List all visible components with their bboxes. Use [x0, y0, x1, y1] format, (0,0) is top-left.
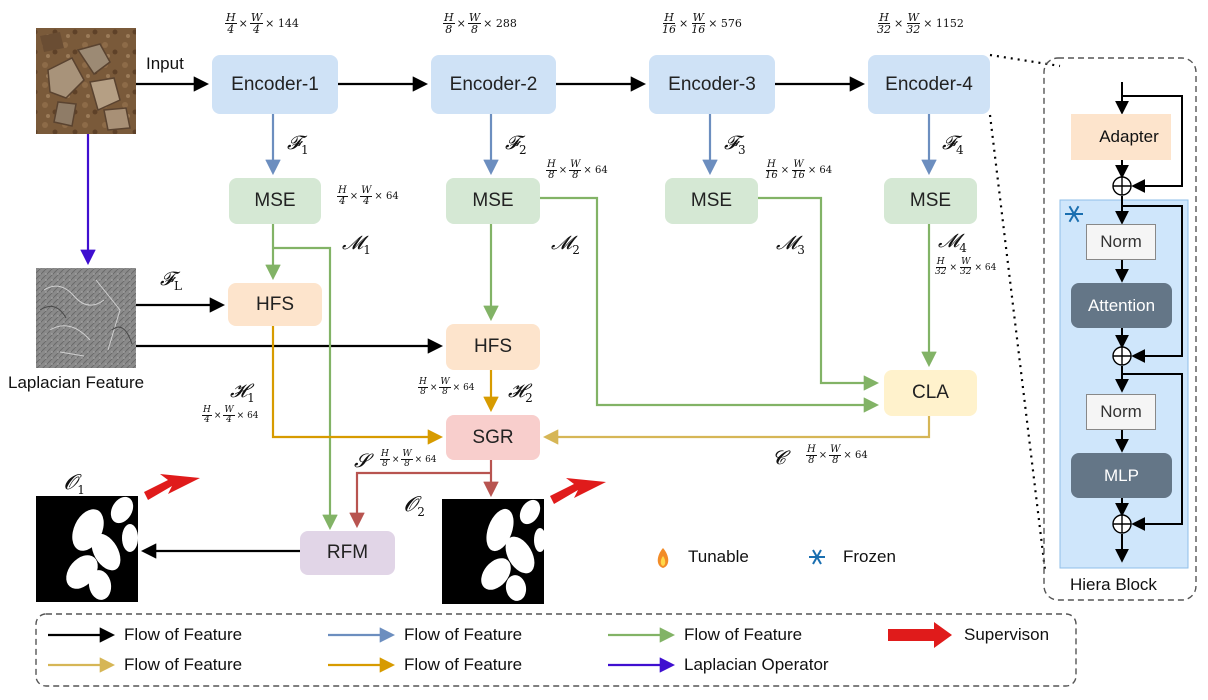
symbol-f4: 𝓕4 [942, 132, 964, 157]
hiera-attention-block: Attention [1071, 283, 1172, 328]
rfm-block: RFM [300, 531, 395, 575]
mse-block-1: MSE [229, 178, 321, 224]
symbol-h2: 𝓗2 [508, 380, 533, 405]
tunable-label: Tunable [688, 547, 749, 566]
symbol-m2: 𝓜2 [551, 232, 580, 257]
cla-block: CLA [884, 370, 977, 416]
hfs-block-1: HFS [228, 283, 322, 326]
symbol-o2: 𝓞2 [404, 492, 425, 520]
symbol-m4: 𝓜4 [938, 230, 967, 255]
green-flows [265, 196, 937, 531]
input-label: Input [146, 54, 184, 73]
hiera-adapter-block: Adapter [1071, 114, 1171, 160]
black-flows [136, 76, 866, 559]
legend-frame [35, 613, 1077, 687]
symbol-m1: 𝓜1 [342, 232, 371, 257]
hiera-flows [1115, 82, 1183, 563]
symbol-s: 𝓢 [354, 450, 369, 472]
mse-block-3: MSE [665, 178, 758, 224]
legend-label-blue: Flow of Feature [404, 625, 523, 644]
frozen-snowflake-icon [1065, 205, 1083, 223]
symbol-f2: 𝓕2 [505, 132, 527, 157]
symbol-f3: 𝓕3 [724, 132, 746, 157]
sgr-block: SGR [446, 415, 540, 460]
encoder-1-block: Encoder-1 [212, 55, 338, 114]
symbol-o1: 𝓞1 [64, 470, 85, 498]
mse-block-2: MSE [446, 178, 540, 224]
encoder-4-block: Encoder-4 [868, 55, 990, 114]
legend-arrows [48, 627, 676, 673]
hfs-block-2: HFS [446, 324, 540, 370]
legend-label-black: Flow of Feature [124, 625, 243, 644]
legend-label-supervision: Supervison [964, 625, 1050, 644]
frozen-legend-snowflake-icon [809, 549, 825, 565]
encoder-3-block: Encoder-3 [649, 55, 775, 114]
blue-flows [265, 114, 937, 176]
legend-label-green: Flow of Feature [684, 625, 803, 644]
mse-block-4: MSE [884, 178, 977, 224]
hiera-norm-1-block: Norm [1086, 224, 1156, 260]
hiera-block-title: Hiera Block [1070, 575, 1157, 594]
symbol-fl: 𝓕L [160, 268, 182, 293]
input-image [36, 28, 136, 134]
symbol-c: 𝓒 [772, 447, 786, 469]
symbol-m3: 𝓜3 [776, 232, 805, 257]
laplacian-feature-label: Laplacian Feature [8, 373, 145, 392]
hiera-norm-2-block: Norm [1086, 394, 1156, 430]
supervision-arrows [144, 474, 606, 504]
encoder-2-block: Encoder-2 [431, 55, 556, 114]
tan-flow [542, 416, 931, 445]
orange-flows [271, 326, 499, 445]
legend-label-purple: Laplacian Operator [684, 655, 829, 674]
output-mask-o1 [36, 496, 138, 602]
output-mask-o2 [442, 499, 546, 604]
hiera-mlp-block: MLP [1071, 453, 1172, 498]
legend-label-orange: Flow of Feature [404, 655, 523, 674]
tunable-flame-icon [657, 548, 669, 568]
legend-label-tan: Flow of Feature [124, 655, 243, 674]
legend-supervision-arrow [888, 622, 952, 648]
zoom-dotted-lines [988, 53, 1061, 571]
symbol-f1: 𝓕1 [287, 132, 309, 157]
hiera-block-frame [1043, 57, 1197, 601]
laplacian-image [36, 268, 136, 368]
symbol-h1: 𝓗1 [230, 380, 255, 405]
residual-add-circles [1112, 176, 1132, 534]
frozen-label: Frozen [843, 547, 896, 566]
red-flows [349, 460, 499, 529]
